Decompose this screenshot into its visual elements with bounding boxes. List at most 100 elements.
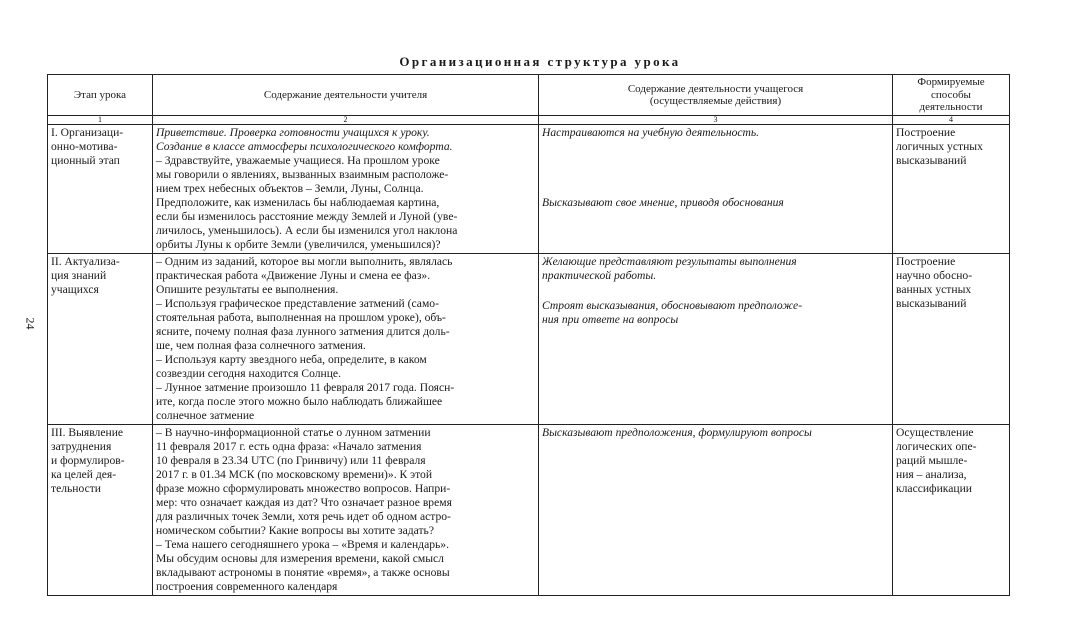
header-skills: Формируемые способы деятельности [892, 74, 1010, 116]
teacher-line: – Используя графическое представление за… [156, 297, 439, 310]
stage-line: ция знаний [51, 269, 107, 282]
skills-line: Построение [896, 255, 956, 268]
stage-cell: I. Организаци- онно-мотива- ционный этап [47, 124, 153, 254]
teacher-line: мер: что означает каждая из дат? Что озн… [156, 496, 452, 509]
teacher-line: – Одним из заданий, которое вы могли вып… [156, 255, 453, 268]
document-title: Организационная структура урока [399, 54, 681, 69]
column-number: 2 [152, 115, 539, 125]
teacher-line: Опишите результаты ее выполнения. [156, 283, 339, 296]
table-row: II. Актуализа- ция знаний учащихся – Одн… [47, 253, 1010, 425]
skills-line: раций мышле- [896, 454, 968, 467]
stage-cell: II. Актуализа- ция знаний учащихся [47, 253, 153, 425]
teacher-line: ше, чем полная фаза солнечного затмения. [156, 339, 366, 352]
skills-line: классификации [896, 482, 972, 495]
student-cell: Желающие представляют результаты выполне… [538, 253, 893, 425]
teacher-line: Мы обсудим основы для измерения времени,… [156, 552, 444, 565]
skills-line: Осуществление [896, 426, 974, 439]
header-skills-line: Формируемые [917, 76, 985, 89]
skills-line: логических опе- [896, 440, 977, 453]
skills-line: логичных устных [896, 140, 983, 153]
column-number: 1 [47, 115, 153, 125]
teacher-italic-line: Приветствие. Проверка готовности учащихс… [156, 126, 430, 139]
header-teacher: Содержание деятельности учителя [152, 74, 539, 116]
student-line: Высказывают предположения, формулируют в… [542, 426, 812, 439]
skills-line: высказываний [896, 297, 967, 310]
teacher-line: 2017 г. в 01.34 МСК (по московскому врем… [156, 468, 433, 481]
lesson-structure-table: Этап урока Содержание деятельности учите… [47, 74, 1010, 596]
skills-cell: Построение научно обосно- ванных устных … [892, 253, 1010, 425]
skills-line: высказываний [896, 154, 967, 167]
teacher-cell: – Одним из заданий, которое вы могли вып… [152, 253, 539, 425]
student-line: Высказывают свое мнение, приводя обоснов… [542, 196, 784, 209]
teacher-cell: – В научно-информационной статье о лунно… [152, 424, 539, 596]
header-stage: Этап урока [47, 74, 153, 116]
teacher-line: – Тема нашего сегодняшнего урока – «Врем… [156, 538, 450, 551]
student-line: Желающие представляют результаты выполне… [542, 255, 797, 268]
student-line: Строят высказывания, обосновывают предпо… [542, 299, 803, 312]
header-student-line: Содержание деятельности учащегося [627, 82, 804, 95]
header-stage-text: Этап урока [73, 88, 127, 101]
teacher-line: вкладывают астрономы в понятие «время», … [156, 566, 450, 579]
teacher-italic-line: Создание в классе атмосферы психологичес… [156, 140, 453, 153]
teacher-line: созвездии сегодня находится Солнце. [156, 367, 341, 380]
skills-line: ния – анализа, [896, 468, 967, 481]
stage-line: тельности [51, 482, 101, 495]
teacher-line: солнечное затмение [156, 409, 255, 422]
stage-line: онно-мотива- [51, 140, 118, 153]
teacher-line: ясните, почему полная фаза лунного затме… [156, 325, 450, 338]
spacer [542, 283, 889, 299]
header-skills-line: способы [931, 88, 971, 101]
table-row: III. Выявление затруднения и формулиров-… [47, 424, 1010, 596]
skills-line: Построение [896, 126, 956, 139]
header-row: Этап урока Содержание деятельности учите… [47, 74, 1010, 116]
stage-cell: III. Выявление затруднения и формулиров-… [47, 424, 153, 596]
column-number-row: 1 2 3 4 [47, 115, 1010, 125]
teacher-cell: Приветствие. Проверка готовности учащихс… [152, 124, 539, 254]
teacher-line: Предположите, как изменилась бы наблюдае… [156, 196, 440, 209]
teacher-line: фразе можно сформулировать множество воп… [156, 482, 451, 495]
teacher-line: – Здравствуйте, уважаемые учащиеся. На п… [156, 154, 440, 167]
stage-line: III. Выявление [51, 426, 124, 439]
stage-line: ционный этап [51, 154, 120, 167]
stage-line: учащихся [51, 283, 99, 296]
table-row: I. Организаци- онно-мотива- ционный этап… [47, 124, 1010, 254]
student-cell: Высказывают предположения, формулируют в… [538, 424, 893, 596]
page-number: 24 [23, 317, 38, 330]
stage-line: ка целей дея- [51, 468, 117, 481]
teacher-line: для различных точек Земли, хотя речь иде… [156, 510, 451, 523]
header-skills-line: деятельности [919, 101, 983, 114]
teacher-line: номическом событии? Какие вопросы вы хот… [156, 524, 434, 537]
spacer [542, 140, 889, 196]
teacher-line: построения современного календаря [156, 580, 338, 593]
skills-cell: Построение логичных устных высказываний [892, 124, 1010, 254]
teacher-line: орбиты Луны к орбите Земли (увеличился, … [156, 238, 441, 251]
skills-line: научно обосно- [896, 269, 973, 282]
student-cell: Настраиваются на учебную деятельность. В… [538, 124, 893, 254]
header-student-line: (осуществляемые действия) [649, 95, 782, 107]
teacher-line: 10 февраля в 23.34 UTC (по Гринвичу) или… [156, 454, 426, 467]
stage-line: I. Организаци- [51, 126, 124, 139]
student-line: ния при ответе на вопросы [542, 313, 679, 326]
header-student: Содержание деятельности учащегося (осуще… [538, 74, 893, 116]
column-number: 3 [538, 115, 893, 125]
student-line: практической работы. [542, 269, 657, 282]
teacher-line: – Используя карту звездного неба, опреде… [156, 353, 427, 366]
teacher-line: мы говорили о явлениях, вызванных взаимн… [156, 168, 449, 181]
skills-cell: Осуществление логических опе- раций мышл… [892, 424, 1010, 596]
stage-line: и формулиров- [51, 454, 125, 467]
teacher-line: практическая работа «Движение Луны и сме… [156, 269, 431, 282]
header-teacher-text: Содержание деятельности учителя [263, 88, 428, 101]
teacher-line: – В научно-информационной статье о лунно… [156, 426, 431, 439]
teacher-line: нием трех небесных объектов – Земли, Лун… [156, 182, 424, 195]
teacher-line: ите, когда после этого можно было наблюд… [156, 395, 443, 408]
column-number: 4 [892, 115, 1010, 125]
teacher-line: – Лунное затмение произошло 11 февраля 2… [156, 381, 455, 394]
teacher-line: 11 февраля 2017 г. есть одна фраза: «Нач… [156, 440, 422, 453]
stage-line: II. Актуализа- [51, 255, 120, 268]
student-line: Настраиваются на учебную деятельность. [542, 126, 760, 139]
skills-line: ванных устных [896, 283, 972, 296]
teacher-line: личилось, уменьшилось). А если бы измени… [156, 224, 458, 237]
teacher-line: если бы изменилось расстояние между Земл… [156, 210, 458, 223]
stage-line: затруднения [51, 440, 112, 453]
teacher-line: стоятельная работа, выполненная на прошл… [156, 311, 446, 324]
